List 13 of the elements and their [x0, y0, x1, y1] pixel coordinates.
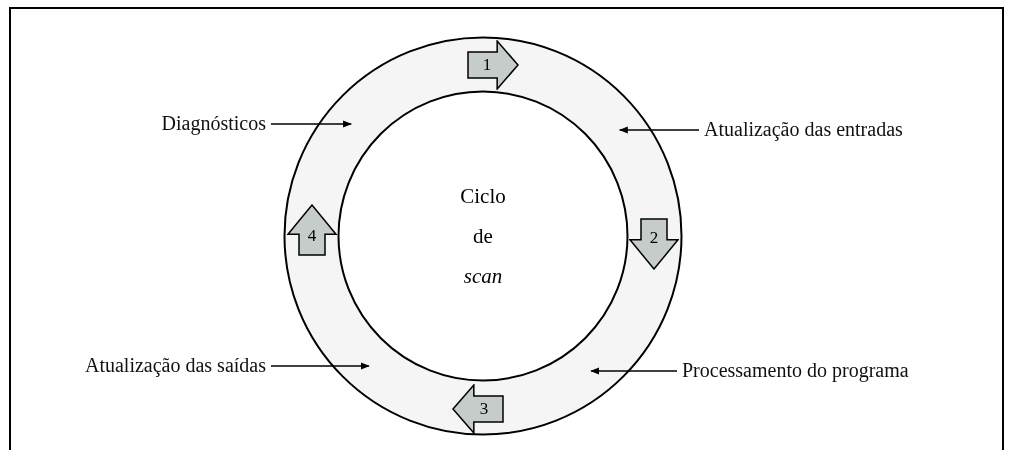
center-text: Ciclo de scan: [459, 183, 507, 290]
stage-label: Processamento do programa: [682, 358, 909, 382]
step-number: 4: [307, 227, 317, 245]
leader-arrow: [270, 120, 353, 128]
leader-arrow: [590, 367, 678, 375]
leader-arrow: [618, 126, 700, 134]
leader-arrow: [270, 362, 370, 370]
step-number: 3: [479, 400, 489, 418]
stage-label: Atualização das saídas: [84, 353, 266, 377]
step-number: 2: [649, 229, 659, 247]
stage-label: Diagnósticos: [161, 111, 266, 135]
stage-label: Atualização das entradas: [704, 117, 903, 141]
step-number: 1: [482, 56, 492, 74]
